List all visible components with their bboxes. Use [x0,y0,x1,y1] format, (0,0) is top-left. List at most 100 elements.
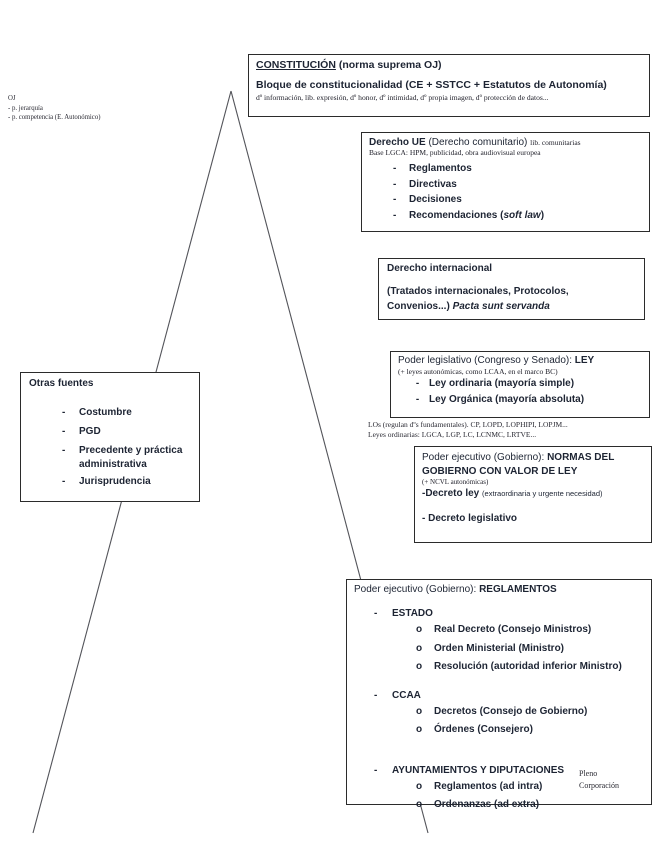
list-item-label: Precedente y práctica administrativa [79,445,183,470]
list-item: -Ley ordinaria (mayoría simple) [406,376,642,392]
corporacion-label: Corporación [579,781,619,790]
oj-note-line: - p. jerarquía [8,104,43,112]
list-item: o Órdenes (Consejero) [416,721,644,740]
dash-bullet: - [393,178,397,190]
list-item-label: Recomendaciones (soft law) [409,209,545,221]
ley-types-list: -Ley ordinaria (mayoría simple) -Ley Org… [406,376,642,408]
dash-bullet: - [415,378,420,389]
bloque-constitucionalidad-line: Bloque de constitucionalidad (CE + SSTCC… [256,79,607,91]
decreto-ley-item: -Decreto ley (extraordinaria y urgente n… [422,488,644,499]
otras-fuentes-box: Otras fuentes -Costumbre -PGD -Precedent… [20,372,200,502]
list-item: o Real Decreto (Consejo Ministros) [416,621,644,640]
derecho-ue-title-rest: (Derecho comunitario) [425,137,531,148]
derecho-internacional-box: Derecho internacional (Tratados internac… [378,258,645,320]
list-item-label: Ley ordinaria (mayoría simple) [429,378,575,389]
list-item-label: Decisiones [409,194,462,205]
list-item-label: Resolución (autoridad inferior Ministro) [434,661,622,672]
lib-comunitarias-note: lib. comunitarias [530,138,581,147]
list-item: o Ordenanzas (ad extra) [416,796,644,815]
constitucion-title-suffix: (norma suprema OJ) [335,59,442,71]
reglamentos-title-prefix: Poder ejecutivo (Gobierno): [354,584,480,595]
circle-bullet: o [416,780,423,792]
list-item: -Costumbre [62,403,191,422]
circle-bullet: o [416,705,423,717]
decreto-legislativo-item: - Decreto legislativo [422,513,518,524]
dash-bullet: - [374,689,378,701]
leyes-ordinarias-examples-line: Leyes ordinarias: LGCA, LGP, LC, LCNMC, … [368,429,537,439]
ncvl-title-prefix: Poder ejecutivo (Gobierno): [422,452,548,463]
dash-bullet: - [62,426,66,437]
dash-bullet: - [374,764,378,776]
oj-note-line: OJ [8,95,16,102]
poder-legislativo-title-line: Poder legislativo (Congreso y Senado): L… [398,355,642,366]
poder-legislativo-title-prefix: Poder legislativo (Congreso y Senado): [398,355,575,366]
section-label: CCAA [392,689,421,701]
list-item: o Reglamentos (ad intra) [416,778,644,797]
decreto-ley-note: (extraordinaria y urgente necesidad) [482,489,603,498]
pleno-corporacion-note: Pleno Corporación [579,768,619,792]
circle-bullet: o [416,624,423,635]
list-item-label: Decretos (Consejo de Gobierno) [434,705,588,717]
list-item: o Decretos (Consejo de Gobierno) [416,703,644,722]
dash-bullet: - [374,608,378,619]
derechos-fundamentales-note: dº información, lib. expresión, dº honor… [256,93,549,102]
section-label: AYUNTAMIENTOS Y DIPUTACIONES [392,764,565,776]
decreto-ley-label: -Decreto ley [422,488,483,499]
leyes-autonomicas-note: (+ leyes autonómicas, como LCAA, en el m… [398,367,558,376]
list-item: -Recomendaciones (soft law) [393,208,642,224]
reglamentos-title-line: Poder ejecutivo (Gobierno): REGLAMENTOS [354,584,644,595]
list-item: o Resolución (autoridad inferior Ministro… [416,658,644,677]
leyes-examples-note: LOs (regulan dºs fundamentales). CP, LOP… [368,420,655,439]
derecho-internacional-title: Derecho internacional [387,263,493,274]
dash-bullet: - [393,194,397,205]
list-item-label: Reglamentos [409,163,472,174]
normas-valor-ley-box: Poder ejecutivo (Gobierno): NORMAS DEL G… [414,446,652,543]
list-item-label: Órdenes (Consejero) [434,724,533,735]
poder-legislativo-box: Poder legislativo (Congreso y Senado): L… [390,351,650,418]
list-item-label: Ordenanzas (ad extra) [434,799,540,810]
derecho-ue-box: Derecho UE (Derecho comunitario) lib. co… [361,132,650,232]
tratados-line: (Tratados internacionales, Protocolos, [387,286,569,297]
list-item-label: Jurisprudencia [79,476,151,487]
dash-bullet: - [62,476,66,487]
ncvl-title: NORMAS DEL GOBIERNO CON VALOR DE LEY [422,452,615,477]
section-estado: - ESTADO [374,607,644,621]
base-lgca-note: Base LGCA: HPM, publicidad, obra audiovi… [369,148,541,157]
constitucion-title-line: CONSTITUCIÓN (norma suprema OJ) [256,59,642,71]
circle-bullet: o [416,799,423,810]
ncvl-title-line: Poder ejecutivo (Gobierno): NORMAS DEL G… [422,451,644,478]
dash-bullet: - [62,445,66,456]
otras-fuentes-list: -Costumbre -PGD -Precedente y práctica a… [62,403,191,491]
ncvl-autonomicas-note: (+ NCVL autonómicas) [422,478,489,486]
circle-bullet: o [416,724,423,735]
list-item: - Jurisprudencia [62,472,191,491]
ley-title: LEY [574,355,595,366]
list-item-label: Costumbre [79,407,132,418]
dash-bullet: - [393,163,397,174]
pacta-sunt-servanda: Pacta sunt servanda [452,300,550,312]
convenios-line: Convenios...) Pacta sunt servanda [387,300,636,315]
list-item: -Ley Orgánica (mayoría absoluta) [406,392,642,408]
list-item: - Decisiones [393,192,642,208]
reglamentos-title: REGLAMENTOS [479,584,557,595]
section-label: ESTADO [392,608,433,619]
list-item-label: PGD [79,426,101,437]
list-item-label: Real Decreto (Consejo Ministros) [434,624,592,635]
otras-fuentes-title: Otras fuentes [29,378,94,389]
list-item-label: Reglamentos (ad intra) [434,780,543,792]
pleno-label: Pleno [579,769,598,778]
list-item: - Reglamentos [393,161,642,177]
list-item-label: Orden Ministerial (Ministro) [434,642,565,654]
dash-bullet: - [415,394,420,405]
dash-bullet: - [393,209,397,221]
list-item-label: Directivas [409,178,457,190]
eu-sources-list: -Reglamentos -Directivas -Decisiones -Re… [393,161,642,223]
constitucion-title: CONSTITUCIÓN [256,59,336,71]
oj-note-line: - p. competencia (E. Autonómico) [8,114,101,122]
oj-principles-note: OJ - p. jerarquía - p. competencia (E. A… [8,94,101,123]
list-item: - PGD [62,422,191,441]
los-examples-line: LOs (regulan dºs fundamentales). CP, LOP… [368,420,568,429]
circle-bullet: o [416,661,423,672]
